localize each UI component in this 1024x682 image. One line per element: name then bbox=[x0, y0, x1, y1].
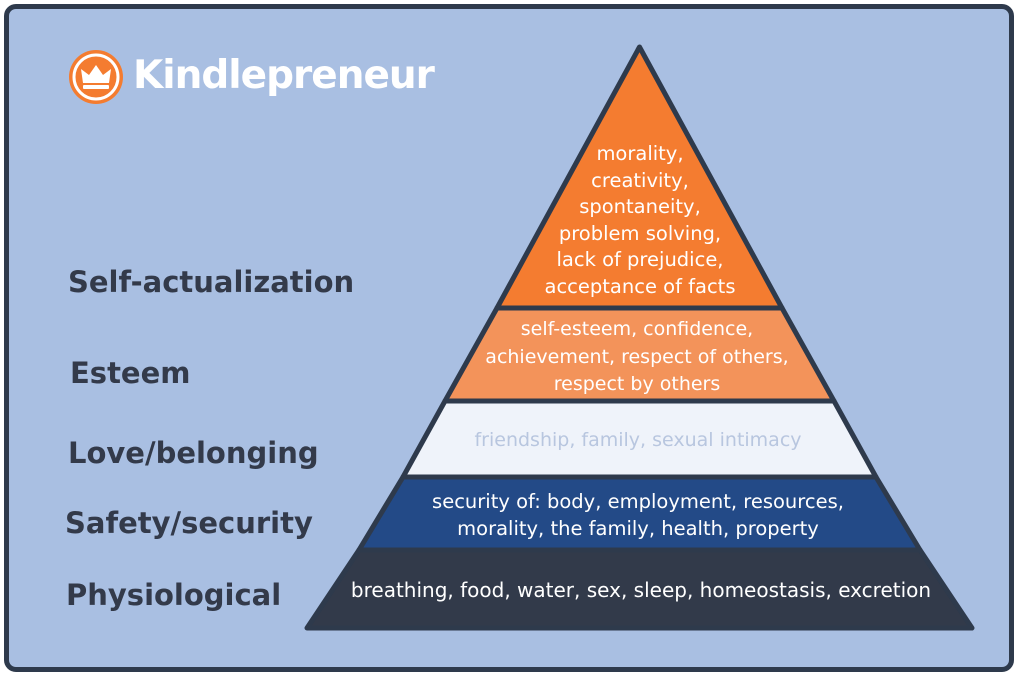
level-label-safety-security: Safety/security bbox=[65, 506, 313, 540]
tier-description-self-actualization: morality, creativity, spontaneity, probl… bbox=[544, 142, 736, 298]
pyramid-tier-physiological bbox=[304, 547, 975, 631]
level-label-love-belonging: Love/belonging bbox=[68, 436, 319, 470]
logo-text: Kindlepreneur bbox=[133, 53, 435, 98]
tier-description-love-belonging: friendship, family, sexual intimacy bbox=[474, 429, 802, 451]
tier-description-safety-security: security of: body, employment, resources… bbox=[432, 490, 844, 540]
tier-description-physiological: breathing, food, water, sex, sleep, home… bbox=[350, 578, 932, 602]
level-label-self-actualization: Self-actualization bbox=[68, 265, 355, 299]
level-label-esteem: Esteem bbox=[70, 356, 191, 390]
crown-icon bbox=[69, 50, 123, 104]
tier-description-esteem: self-esteem, confidence, achievement, re… bbox=[485, 318, 789, 395]
level-label-physiological: Physiological bbox=[66, 578, 282, 612]
kindlepreneur-logo: Kindlepreneur bbox=[67, 46, 435, 110]
